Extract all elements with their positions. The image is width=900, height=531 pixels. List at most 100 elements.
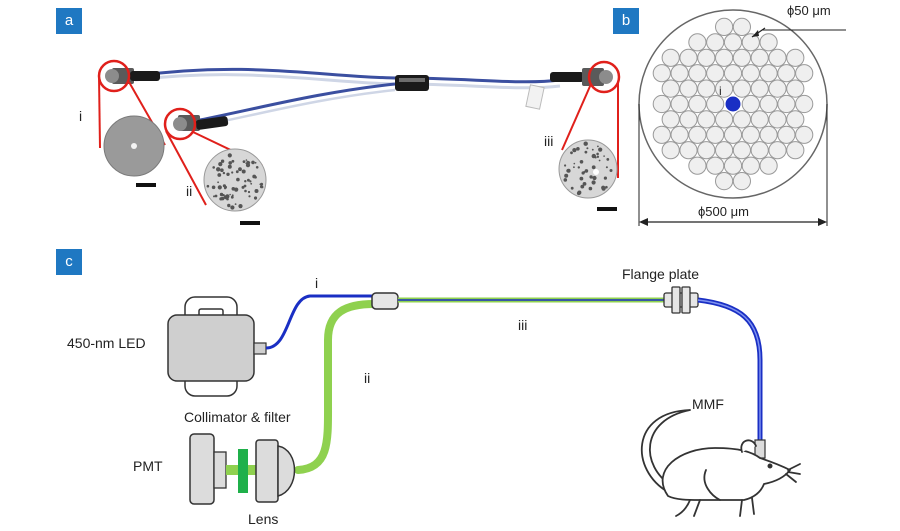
fiber-core — [670, 64, 689, 83]
micrograph-speckle — [245, 163, 251, 168]
micrograph-speckle — [579, 176, 584, 181]
micrograph-speckle — [584, 150, 588, 154]
micrograph-speckle — [596, 152, 599, 156]
fiber-core — [750, 79, 769, 98]
micrograph-speckle — [227, 153, 232, 158]
flange-plate — [663, 286, 699, 314]
fiber-core — [679, 48, 698, 67]
micrograph-speckle — [249, 180, 252, 183]
lens-label: Lens — [248, 511, 279, 527]
fiber-core — [688, 33, 707, 52]
micrograph-speckle — [231, 159, 235, 163]
fiber-core — [670, 125, 689, 144]
fiber-core — [697, 141, 716, 160]
micrograph-speckle — [231, 171, 234, 174]
micrograph-speckle — [581, 171, 585, 175]
micrograph-speckle — [576, 191, 581, 196]
micrograph-speckle — [582, 182, 587, 186]
fiber-core — [697, 48, 716, 67]
micrograph-speckle — [591, 153, 596, 159]
fiber-core — [706, 94, 725, 114]
micrograph-speckle — [241, 185, 245, 189]
micrograph-speckle — [598, 159, 601, 162]
fiber-core — [759, 94, 778, 114]
micrograph-speckle — [244, 189, 247, 193]
fiber-core — [652, 125, 671, 144]
fiber-core — [679, 141, 698, 160]
fiber-core — [786, 79, 805, 98]
micrograph-speckle — [564, 173, 569, 178]
mmf-label: MMF — [692, 396, 724, 412]
scale-bar-iii — [597, 207, 617, 211]
fiber-core — [661, 110, 680, 129]
fiber-core — [759, 33, 778, 52]
micrograph-speckle — [605, 166, 608, 169]
fiber-core — [679, 79, 698, 98]
pmt-detector — [189, 433, 227, 505]
micrograph-speckle — [250, 182, 253, 185]
micrograph-speckle — [597, 145, 599, 148]
fiber-core — [723, 125, 743, 144]
micrograph-speckle — [228, 161, 232, 165]
highlight-circle-iii — [587, 60, 621, 94]
fiber-core — [732, 110, 752, 129]
micrograph-speckle — [225, 194, 230, 199]
fiber-core — [759, 64, 778, 83]
micrograph-speckle — [570, 186, 574, 190]
label-a-i: i — [79, 108, 82, 124]
panel-b-cross-section: i ϕ50 μm ϕ500 μm — [638, 3, 846, 226]
scale-bar-ii — [240, 221, 260, 225]
micrograph-speckle — [254, 189, 259, 193]
fiber-core — [768, 141, 787, 160]
connector-ii — [173, 115, 229, 131]
micrograph-speckle — [218, 162, 223, 167]
fiber-core — [741, 94, 760, 114]
led-source — [167, 296, 267, 397]
flange-plate-label: Flange plate — [622, 266, 700, 282]
micrograph-speckle — [255, 166, 259, 169]
mmf-fiber — [697, 297, 763, 440]
fiber-core — [661, 48, 680, 67]
fiber-core — [688, 156, 707, 175]
micrograph-speckle — [577, 166, 580, 169]
fiber-coupler — [371, 292, 399, 310]
fiber-core — [715, 172, 734, 191]
fiber-core — [741, 33, 760, 52]
micrograph-speckle — [226, 172, 230, 176]
micrograph-speckle — [211, 185, 216, 190]
fiber-core — [795, 94, 814, 114]
fiber-core — [768, 79, 787, 98]
mouse-icon — [640, 409, 801, 517]
fiber-core — [786, 141, 805, 160]
fiber-core — [768, 110, 787, 129]
fiber-core — [652, 64, 671, 83]
panel-a-tag: a — [56, 8, 82, 34]
micrograph-speckle — [229, 193, 231, 196]
micrograph-speckle — [240, 206, 243, 208]
connector-iii — [525, 68, 613, 110]
micrograph-speckle — [601, 186, 606, 191]
micrograph-speckle — [212, 166, 215, 169]
fiber-core — [741, 64, 760, 83]
micrograph-speckle — [247, 190, 251, 194]
label-c-iii: iii — [518, 317, 527, 333]
fiber-core — [697, 110, 716, 129]
fiber-core — [795, 64, 814, 83]
micrograph-speckle — [213, 195, 215, 198]
micrograph-speckle — [566, 169, 570, 173]
fiber-core — [768, 48, 787, 67]
micrograph-speckle — [227, 164, 232, 169]
collimator-lens — [255, 439, 296, 503]
micrograph-iii — [558, 139, 618, 199]
bundle-size-label: ϕ500 μm — [698, 204, 749, 219]
pmt-label: PMT — [133, 458, 163, 474]
fiber-core — [777, 94, 796, 114]
micrograph-speckle — [591, 180, 596, 185]
micrograph-speckle — [254, 176, 257, 179]
micrograph-speckle — [245, 162, 247, 165]
fiber-core — [777, 125, 796, 144]
micrograph-speckle — [245, 159, 248, 161]
fiber-core — [732, 48, 752, 67]
micrograph-speckle — [605, 185, 608, 189]
micrograph-speckle — [216, 167, 221, 172]
